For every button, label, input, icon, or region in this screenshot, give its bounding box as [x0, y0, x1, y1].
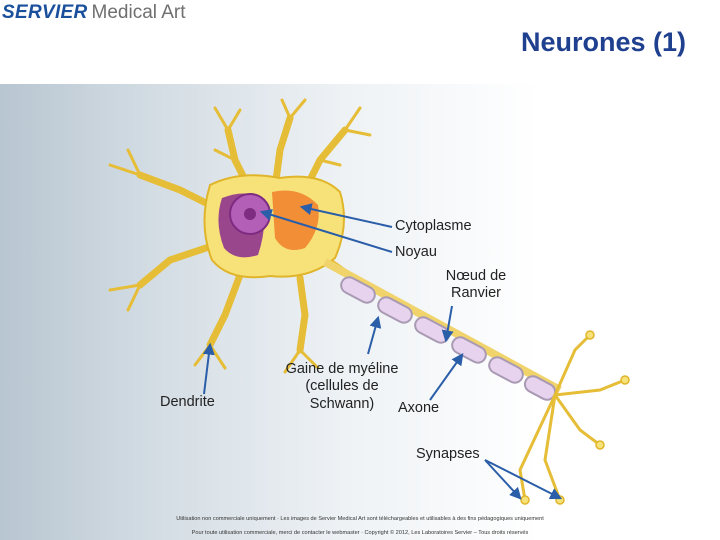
cell-body — [203, 174, 345, 279]
label-cytoplasme: Cytoplasme — [395, 218, 472, 234]
arrow-noyau — [259, 209, 393, 253]
label-synapses: Synapses — [416, 446, 480, 462]
diagram-panel — [0, 84, 720, 540]
label-noeud-de-ranvier: Nœud de Ranvier — [438, 268, 514, 303]
label-gaine-line3: Schwann) — [309, 395, 375, 412]
arrow-synapse-1 — [484, 459, 522, 500]
pointer-arrows — [202, 203, 563, 500]
page-title: Neurones (1) — [520, 27, 686, 57]
arrow-dendrite — [202, 342, 215, 395]
synaptic-boutons — [520, 330, 630, 505]
label-noyau: Noyau — [395, 244, 437, 260]
label-noeud-line2: Ranvier — [451, 285, 501, 302]
myelin-segment — [488, 356, 524, 384]
arrow-cytoplasme — [299, 203, 393, 228]
arrow-noeud — [441, 305, 454, 343]
arrow-synapse-2 — [484, 459, 563, 500]
logo-brand: SERVIER — [2, 2, 88, 23]
arrow-axone — [429, 353, 464, 401]
arrow-gaine — [367, 315, 382, 355]
label-noeud-line1: Nœud de — [445, 268, 507, 284]
logo-sub: Medical Art — [91, 2, 186, 23]
label-axone: Axone — [398, 400, 440, 416]
nucleolus — [244, 208, 256, 220]
myelin-segment — [377, 296, 413, 324]
myelin-segment — [340, 276, 376, 304]
axon-terminals — [518, 333, 627, 502]
label-gaine-line1: Gaine de myéline — [285, 361, 399, 377]
label-dendrite: Dendrite — [160, 394, 215, 410]
neuron-diagram — [108, 98, 630, 505]
label-gaine-line2: (cellules de — [305, 378, 379, 395]
myelin-sheath — [340, 276, 557, 401]
footer-usage-note: Utilisation non commerciale uniquement ·… — [176, 516, 544, 522]
label-gaine-de-myeline: Gaine de myéline (cellules de Schwann) — [280, 361, 404, 413]
footer-copyright: Pour toute utilisation commerciale, merc… — [191, 530, 529, 536]
